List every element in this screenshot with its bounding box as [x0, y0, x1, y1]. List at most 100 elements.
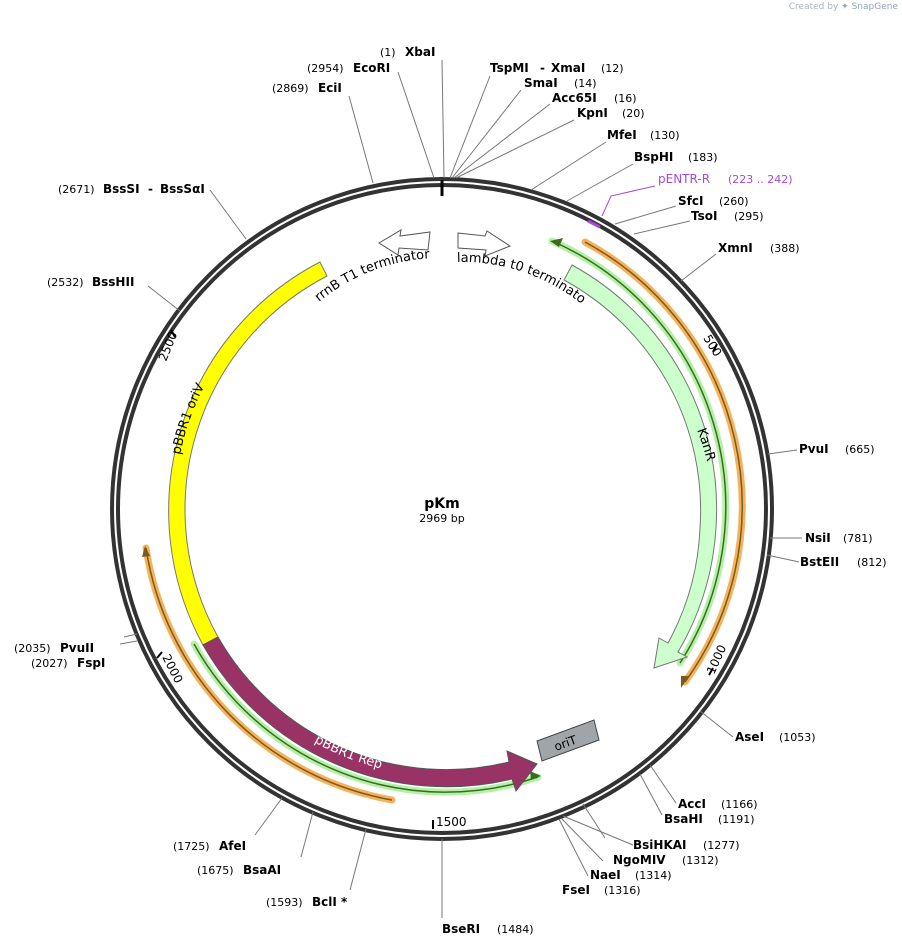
svg-text:(2027): (2027)	[31, 657, 68, 670]
credit-brand: SnapGene	[851, 2, 898, 12]
primer-pentr-r-leader	[601, 185, 656, 217]
svg-text:(1725): (1725)	[173, 840, 210, 853]
site-ecori[interactable]: (2954) EcoRI	[307, 61, 390, 75]
primer-pentr-r-range: (223 .. 242)	[728, 173, 793, 186]
svg-text:(1675): (1675)	[197, 864, 234, 877]
svg-text:BsaAI: BsaAI	[243, 863, 281, 877]
primer-arrowhead-1	[681, 676, 689, 688]
svg-text:(2035): (2035)	[14, 642, 51, 655]
site-smai[interactable]: SmaI (14)	[524, 76, 597, 90]
site-bseri[interactable]: BseRI (1484)	[442, 922, 534, 936]
svg-text:(1): (1)	[380, 46, 396, 59]
tick-1500: 1500	[436, 815, 467, 829]
svg-text:BsiHKAI: BsiHKAI	[633, 838, 687, 852]
svg-text:BssSαI: BssSαI	[160, 182, 205, 196]
svg-text:XmaI: XmaI	[551, 61, 585, 75]
site-bsaai[interactable]: (1675) BsaAI	[197, 863, 281, 877]
site-tsoi[interactable]: TsoI (295)	[691, 209, 764, 223]
pbbr1-rep-feature-arrow[interactable]	[202, 636, 538, 793]
svg-text:MfeI: MfeI	[607, 128, 637, 142]
svg-text:XbaI: XbaI	[405, 45, 435, 59]
site-naei[interactable]: NaeI (1314)	[590, 868, 672, 882]
orit-feature[interactable]	[536, 719, 600, 762]
site-ngomiv[interactable]: NgoMIV (1312)	[613, 853, 719, 867]
svg-text:KpnI: KpnI	[577, 106, 608, 120]
lambda-t0-terminator-arrow[interactable]	[457, 230, 512, 257]
credit-prefix: Created by	[788, 2, 839, 12]
svg-text:BssSI: BssSI	[103, 182, 140, 196]
rrnb-t1-terminator-arrow[interactable]	[378, 229, 431, 256]
site-bcli[interactable]: (1593) BclI *	[266, 895, 348, 909]
primer-arrowhead-3	[142, 546, 150, 557]
svg-text:BstEII: BstEII	[800, 555, 839, 569]
site-fspi[interactable]: (2027) FspI	[31, 656, 105, 670]
site-acci[interactable]: AccI (1166)	[678, 797, 758, 811]
site-bsshii[interactable]: (2532) BssHII	[47, 275, 134, 289]
svg-text:(1166): (1166)	[721, 798, 758, 811]
rrnb-t1-terminator-label: rrnB T1 terminator	[312, 247, 431, 305]
svg-text:(14): (14)	[574, 77, 597, 90]
site-ecii[interactable]: (2869) EciI	[272, 81, 342, 95]
snapgene-credit: Created by ✦ SnapGene	[789, 2, 898, 12]
svg-text:BssHII: BssHII	[92, 275, 134, 289]
svg-text:AccI: AccI	[678, 797, 706, 811]
svg-text:(1053): (1053)	[779, 731, 816, 744]
svg-text:TsoI: TsoI	[691, 209, 717, 223]
svg-text:(2532): (2532)	[47, 276, 84, 289]
svg-text:FspI: FspI	[77, 656, 105, 670]
primer-arc-kanr-inner-core	[551, 240, 727, 664]
site-tspmi-xmai[interactable]: TspMI - XmaI (12)	[490, 61, 624, 75]
site-xmni[interactable]: XmnI (388)	[718, 241, 800, 255]
site-xbai[interactable]: (1) XbaI	[380, 45, 435, 59]
site-nsii[interactable]: NsiI (781)	[805, 531, 873, 545]
site-bsphi[interactable]: BspHI (183)	[634, 150, 718, 164]
site-bsssi[interactable]: (2671) BssSI - BssSαI	[58, 182, 205, 196]
primer-arc-rep-outer-core	[145, 547, 393, 801]
site-fsei[interactable]: FseI (1316)	[562, 883, 641, 897]
site-asei[interactable]: AseI (1053)	[735, 730, 816, 744]
svg-text:AfeI: AfeI	[219, 839, 246, 853]
svg-text:FseI: FseI	[562, 883, 590, 897]
snapgene-logo-icon: ✦	[841, 2, 849, 12]
svg-text:(20): (20)	[622, 107, 645, 120]
kanr-feature-arrow[interactable]	[563, 264, 718, 669]
svg-text:(130): (130)	[650, 129, 680, 142]
svg-text:(1312): (1312)	[682, 854, 719, 867]
svg-text:Acc65I: Acc65I	[552, 91, 597, 105]
site-kpni[interactable]: KpnI (20)	[577, 106, 645, 120]
site-afei[interactable]: (1725) AfeI	[173, 839, 246, 853]
svg-text:(2954): (2954)	[307, 62, 344, 75]
svg-text:TspMI: TspMI	[490, 61, 529, 75]
primer-arrowhead-4	[530, 771, 541, 780]
svg-text:BseRI: BseRI	[442, 922, 480, 936]
site-acc65i[interactable]: Acc65I (16)	[552, 91, 637, 105]
site-mfei[interactable]: MfeI (130)	[607, 128, 680, 142]
site-bsteii[interactable]: BstEII (812)	[800, 555, 887, 569]
site-sfci[interactable]: SfcI (260)	[678, 194, 749, 208]
svg-text:(2869): (2869)	[272, 82, 309, 95]
svg-text:BspHI: BspHI	[634, 150, 673, 164]
coordinate-ticks	[156, 329, 718, 829]
site-pvuii[interactable]: (2035) PvuII	[14, 641, 94, 655]
svg-text:PvuI: PvuI	[799, 442, 829, 456]
svg-text:(1314): (1314)	[635, 869, 672, 882]
site-leader-lines	[119, 59, 802, 918]
pbbr1-oriv-feature[interactable]	[168, 261, 328, 646]
primer-pentr-r-marker[interactable]	[587, 219, 601, 229]
svg-text:SmaI: SmaI	[524, 76, 558, 90]
svg-text:(812): (812)	[857, 556, 887, 569]
svg-text:PvuII: PvuII	[60, 641, 94, 655]
svg-text:(1191): (1191)	[718, 813, 755, 826]
svg-text:EcoRI: EcoRI	[353, 61, 390, 75]
svg-text:(1277): (1277)	[703, 839, 740, 852]
svg-text:NsiI: NsiI	[805, 531, 831, 545]
svg-text:(2671): (2671)	[58, 183, 95, 196]
svg-text:-: -	[540, 61, 545, 75]
primer-arrowhead-2	[550, 238, 563, 247]
site-bsihkai[interactable]: BsiHKAI (1277)	[633, 838, 740, 852]
primer-arc-rep-inner-core	[193, 643, 539, 793]
site-bsahi[interactable]: BsaHI (1191)	[664, 812, 755, 826]
site-pvui[interactable]: PvuI (665)	[799, 442, 875, 456]
lambda-t0-terminator-label: lambda t0 terminator	[0, 0, 588, 307]
